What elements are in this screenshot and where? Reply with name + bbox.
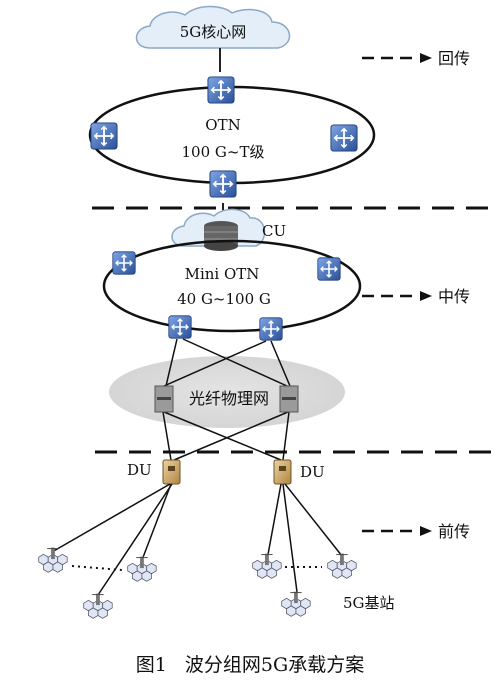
base-station-6 <box>327 553 357 579</box>
otn-switch-left <box>90 121 118 151</box>
legend-backhaul: 回传 <box>362 49 470 68</box>
fiber-links <box>162 338 291 461</box>
otn-name: OTN <box>205 116 240 134</box>
du-left-label: DU <box>127 461 152 479</box>
otn-switch-top <box>207 75 235 105</box>
base-station-5 <box>281 591 311 617</box>
cu-server-icon <box>204 221 238 251</box>
mini-otn-switch-bottom-right <box>259 317 283 341</box>
otn-switch-bottom <box>209 169 237 199</box>
mini-otn-switch-right <box>317 257 341 281</box>
fiber-node-right <box>279 385 299 413</box>
legend-backhaul-label: 回传 <box>438 49 470 68</box>
du-right <box>273 459 292 485</box>
mini-otn-speed: 40 G~100 G <box>177 290 271 308</box>
legend-midhaul-label: 中传 <box>438 287 470 306</box>
base-station-2 <box>127 556 157 582</box>
core-network-cloud: 5G核心网 <box>135 5 291 49</box>
otn-speed: 100 G~T级 <box>182 143 265 161</box>
figure-caption: 图1 波分组网5G承载方案 <box>0 650 500 677</box>
otn-switch-right <box>330 123 358 153</box>
network-diagram: 5G核心网 OTN 100 G~T级 CU Mini OTN 40 G~100 … <box>38 5 498 619</box>
base-station-3 <box>83 593 113 619</box>
fiber-node-left <box>154 385 174 413</box>
mini-otn-ring <box>102 239 362 333</box>
legend-midhaul: 中传 <box>362 287 470 306</box>
base-station-label: 5G基站 <box>343 594 395 612</box>
base-station-1 <box>38 547 68 573</box>
du-right-label: DU <box>300 463 325 481</box>
fronthaul-links <box>51 483 343 596</box>
core-network-label: 5G核心网 <box>180 23 247 41</box>
cu-label: CU <box>262 222 286 240</box>
cu-node: CU <box>171 208 286 251</box>
mini-otn-switch-bottom-left <box>168 315 192 339</box>
legend-fronthaul: 前传 <box>362 522 470 541</box>
du-left <box>162 459 181 485</box>
fiber-network-label: 光纤物理网 <box>189 389 269 408</box>
legend-fronthaul-label: 前传 <box>438 522 470 541</box>
figure-number: 图1 <box>135 654 167 676</box>
mini-otn-name: Mini OTN <box>185 265 260 283</box>
mini-otn-switch-left <box>112 251 136 275</box>
figure-title: 波分组网5G承载方案 <box>184 654 365 676</box>
base-station-4 <box>252 553 282 579</box>
